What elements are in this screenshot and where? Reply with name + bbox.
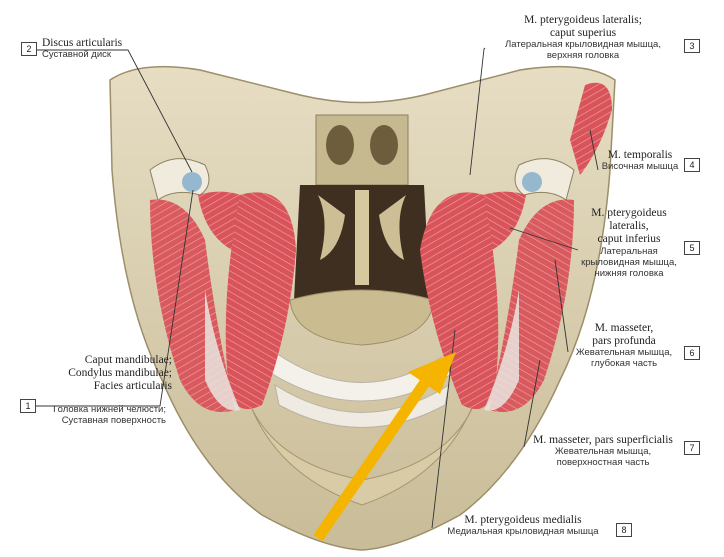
label-number-5: 5 [684,241,700,255]
highlight-arrow [313,352,456,542]
russian-name: Головка нижней челюсти; [53,404,166,415]
label-number-1: 1 [20,399,36,413]
russian-name: Жевательная мышца, [575,347,673,359]
russian-name: глубокая часть [590,358,658,370]
latin-name: Discus articularis [42,37,123,49]
label-7: M. masseter, pars superficialis Жеватель… [520,434,686,469]
label-6: M. masseter, pars profunda Жевательная м… [568,322,680,370]
latin-name: M. masseter, pars superficialis [533,434,673,446]
russian-name: Суставная поверхность [61,414,166,426]
latin-name: M. masseter, [594,322,654,334]
leader-lines [36,47,599,529]
label-1-russian: Головка нижней челюсти; Суставная поверх… [30,404,166,427]
russian-name: нижняя головка [594,267,664,279]
russian-name: верхняя головка [546,50,620,62]
label-8: M. pterygoideus medialis Медиальная крыл… [430,514,616,538]
label-1: Caput mandibulae; Condylus mandibulae; F… [20,354,172,394]
latin-name: Facies articularis [93,380,172,393]
russian-name: Жевательная мышца, [554,446,652,458]
russian-name: Суставной диск [42,49,112,61]
label-number-3: 3 [684,39,700,53]
latin-name: M. pterygoideus lateralis; [524,14,642,26]
latin-name: caput inferius [597,233,661,246]
russian-name: Медиальная крыловидная мышца [447,526,599,538]
label-5: M. pterygoideus lateralis, caput inferiu… [570,207,688,279]
latin-name: M. temporalis [607,149,673,161]
label-number-4: 4 [684,158,700,172]
label-4: M. temporalis Височная мышца [592,149,688,173]
russian-name: Латеральная [600,245,658,257]
latin-name: lateralis, [609,220,649,233]
latin-name: Condylus mandibulae; [68,367,172,380]
latin-name: caput superius [549,27,617,40]
russian-name: Латеральная крыловидная мышца, [505,39,661,51]
latin-name: M. pterygoideus medialis [464,514,582,526]
russian-name: поверхностная часть [556,457,650,469]
label-2: Discus articularis Суставной диск [42,37,122,61]
latin-name: M. pterygoideus [591,207,667,219]
russian-name: крыловидная мышца, [581,256,677,268]
label-number-8: 8 [616,523,632,537]
label-3: M. pterygoideus lateralis; caput superiu… [478,14,688,62]
label-number-2: 2 [21,42,37,56]
label-number-6: 6 [684,346,700,360]
latin-name: Caput mandibulae; [84,354,172,366]
latin-name: pars profunda [592,335,656,348]
muscles [150,82,612,412]
russian-name: Височная мышца [601,161,679,173]
label-number-7: 7 [684,441,700,455]
